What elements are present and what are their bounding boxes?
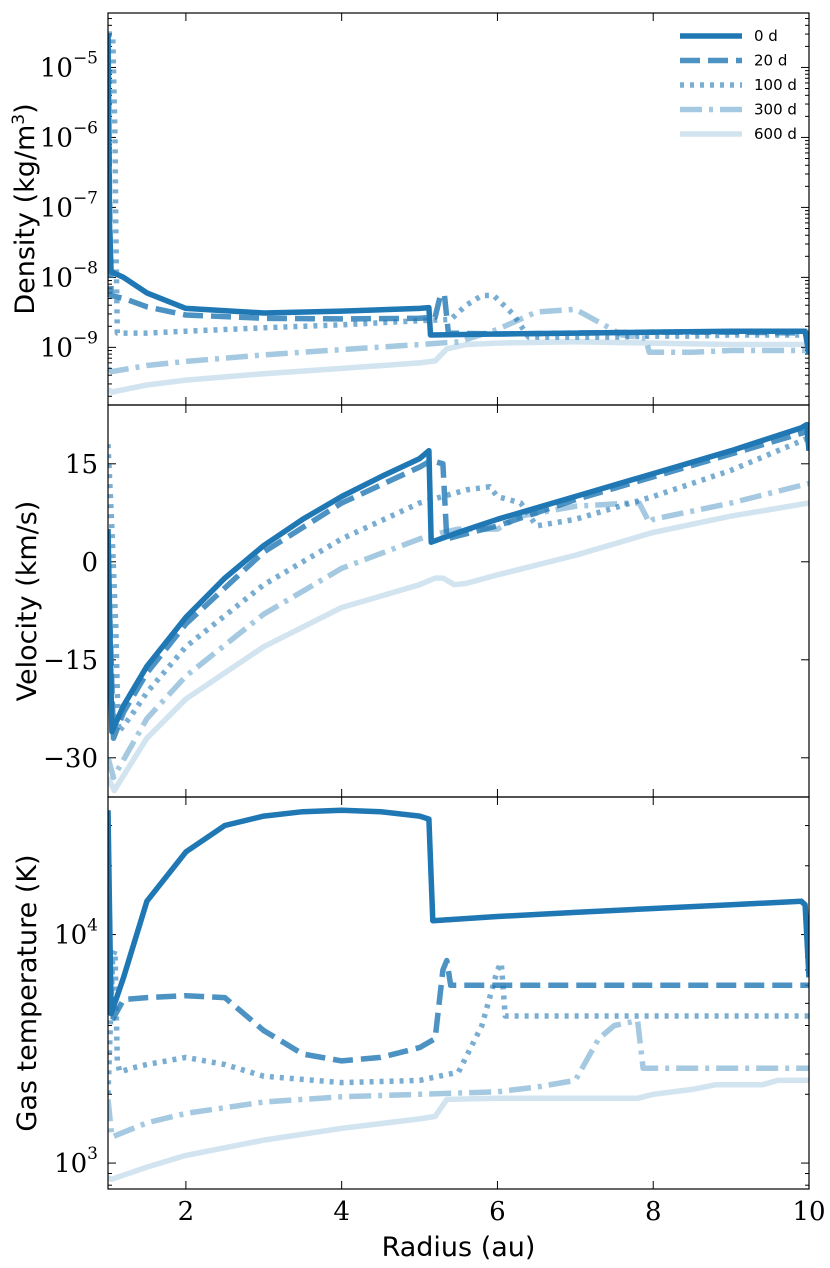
- y-tick-label: 10−9: [40, 328, 98, 363]
- y-tick-label-base: 10: [40, 193, 73, 223]
- y-tick-label-exponent: −9: [73, 328, 98, 348]
- y-tick-label: −15: [43, 646, 98, 676]
- series-line-100d: [108, 31, 809, 340]
- y-tick-label: 10−8: [40, 258, 98, 293]
- series-line-20d: [108, 957, 809, 1064]
- legend: 0 d 20 d 100 d 300 d 600 d: [680, 27, 797, 143]
- velocity-y-tick-labels: −30 −15 0 15: [43, 450, 98, 774]
- density-y-axis-label-sup: 3: [9, 114, 29, 125]
- y-tick-label: 103: [54, 1144, 98, 1179]
- y-tick-label-exponent: −8: [73, 258, 98, 278]
- density-y-tick-labels: 10−910−810−710−610−5: [40, 48, 98, 363]
- series-line-100d: [108, 435, 809, 735]
- legend-label: 600 d: [754, 125, 797, 143]
- y-tick-label: 0: [81, 548, 98, 578]
- y-tick-label-base: 10: [40, 53, 73, 83]
- y-tick-label: 15: [65, 450, 98, 480]
- density-y-axis-label-main: Density (kg/m: [10, 125, 41, 315]
- legend-label: 100 d: [754, 76, 797, 94]
- y-tick-label-exponent: −5: [73, 48, 98, 68]
- y-tick-label: 10−7: [40, 188, 98, 223]
- temperature-y-axis-label: Gas temperature (K): [12, 854, 43, 1131]
- density-panel: 10−910−810−710−610−5 Density (kg/m3) 0 d…: [9, 13, 810, 405]
- series-line-600d: [108, 339, 809, 395]
- y-tick-label-exponent: 3: [87, 1144, 98, 1164]
- x-tick-label: 6: [489, 1197, 506, 1227]
- legend-label: 0 d: [754, 27, 778, 45]
- x-tick-label: 2: [178, 1197, 195, 1227]
- y-tick-label-base: 10: [54, 921, 87, 951]
- temperature-series-lines: [108, 807, 809, 1182]
- y-tick-label-exponent: 4: [87, 916, 98, 936]
- series-line-0d: [108, 807, 809, 1017]
- velocity-series-lines: [108, 421, 809, 794]
- y-tick-label-base: 10: [40, 263, 73, 293]
- legend-label: 300 d: [754, 101, 797, 119]
- series-line-20d: [108, 34, 809, 337]
- series-line-0d: [108, 34, 809, 355]
- series-line-20d: [108, 428, 809, 741]
- series-line-600d: [108, 500, 809, 794]
- y-tick-label-base: 10: [40, 123, 73, 153]
- velocity-panel: −30 −15 0 15 Velocity (km/s): [12, 405, 810, 797]
- y-tick-label: 104: [54, 916, 98, 951]
- y-tick-label-exponent: −7: [73, 188, 98, 208]
- x-tick-label: 4: [333, 1197, 350, 1227]
- series-line-300d: [108, 1017, 809, 1140]
- series-line-300d: [108, 306, 809, 375]
- legend-label: 20 d: [754, 52, 787, 70]
- y-tick-label: 10−6: [40, 118, 98, 153]
- series-line-600d: [108, 1077, 809, 1182]
- density-y-axis-label: Density (kg/m3): [9, 103, 41, 314]
- velocity-y-axis-label: Velocity (km/s): [12, 501, 43, 702]
- temperature-frame: [107, 796, 810, 1190]
- series-line-100d: [108, 947, 809, 1095]
- x-tick-label: 10: [792, 1197, 825, 1227]
- x-axis-label: Radius (au): [382, 1232, 536, 1263]
- y-tick-label-base: 10: [40, 333, 73, 363]
- x-tick-label: 8: [645, 1197, 662, 1227]
- series-line-300d: [108, 480, 809, 781]
- y-tick-label-exponent: −6: [73, 118, 98, 138]
- temperature-ticks: [108, 796, 810, 1189]
- y-tick-label: 10−5: [40, 48, 98, 83]
- density-y-axis-label-close: ): [10, 103, 41, 114]
- series-line-0d: [108, 421, 809, 735]
- y-tick-label: −30: [43, 744, 98, 774]
- y-tick-label-base: 10: [54, 1149, 87, 1179]
- x-tick-labels: 2 4 6 8 10: [178, 1197, 826, 1227]
- density-series-lines: [108, 31, 809, 395]
